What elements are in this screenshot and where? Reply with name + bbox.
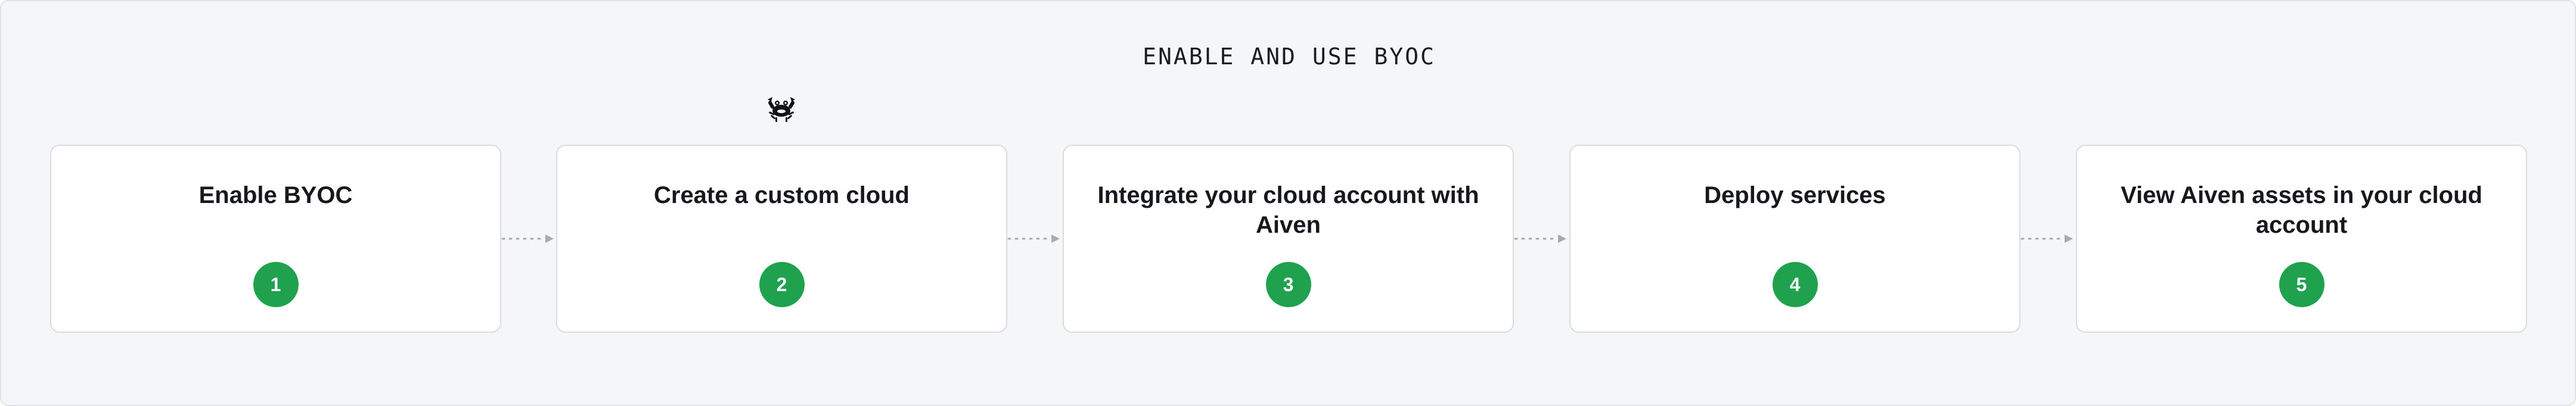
step-card-enable-byoc: Enable BYOC 1 — [50, 145, 501, 333]
step-title: Deploy services — [1704, 182, 1886, 208]
step-number-badge: 4 — [1772, 262, 1818, 307]
step-title: View Aiven assets in your cloud account — [2121, 182, 2482, 238]
step-title: Create a custom cloud — [653, 182, 910, 208]
connector-arrow — [1007, 235, 1060, 243]
step-card-integrate-cloud-account: Integrate your cloud account with Aiven … — [1063, 145, 1514, 333]
connector-arrow — [501, 235, 554, 243]
step-card-deploy-services: Deploy services 4 — [1569, 145, 2021, 333]
step-card-create-custom-cloud: Create a custom cloud 2 — [556, 145, 1007, 333]
connector-arrow — [1514, 235, 1566, 243]
step-title: Integrate your cloud account with Aiven — [1097, 182, 1479, 238]
step-number-badge: 1 — [253, 262, 299, 307]
step-number-badge: 2 — [759, 262, 805, 307]
crab-mascot-icon — [768, 97, 795, 122]
step-card-view-aiven-assets: View Aiven assets in your cloud account … — [2076, 145, 2527, 333]
step-number-badge: 5 — [2279, 262, 2324, 307]
connector-arrow — [2021, 235, 2073, 243]
step-title: Enable BYOC — [198, 182, 353, 208]
step-number-badge: 3 — [1265, 262, 1311, 307]
diagram-title: ENABLE AND USE BYOC — [1143, 43, 1436, 70]
